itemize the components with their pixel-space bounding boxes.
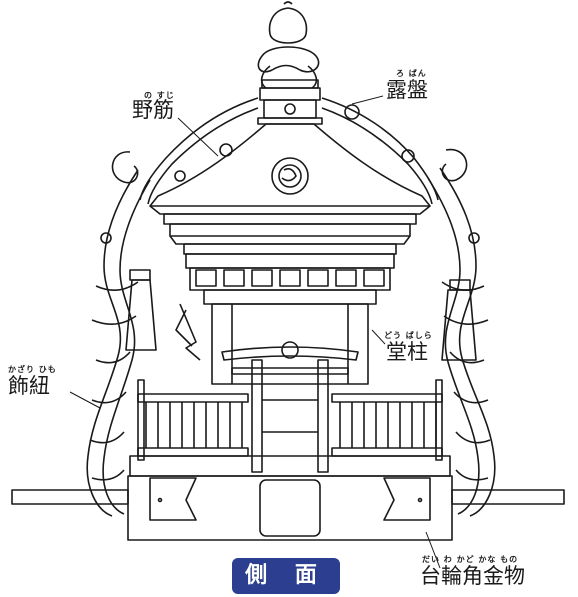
doubashira-label: 堂柱 <box>386 340 428 364</box>
roban-label: 露盤 <box>386 78 428 102</box>
roof <box>149 123 431 215</box>
leader-lines <box>69 95 441 569</box>
carrying-poles <box>11 489 565 505</box>
nosuji-ruby: の すじ <box>144 91 175 100</box>
torii-gate <box>221 346 359 473</box>
doubashira-ruby: どう ばしら <box>384 331 433 340</box>
finial-knot <box>257 1 320 89</box>
nosuji-ridges <box>139 97 439 205</box>
eaves-brackets <box>163 213 417 291</box>
roban-ruby: ろ ばん <box>396 69 427 78</box>
railings <box>129 379 451 477</box>
left-rope <box>86 151 157 517</box>
dairin-label: 台輪角金物 <box>420 564 525 588</box>
roban-plate <box>257 79 323 125</box>
dairin-ruby: だい わ かど かな もの <box>422 555 519 564</box>
dairin-base <box>127 475 453 541</box>
right-rope <box>427 148 496 517</box>
side-view-badge: 側 面 <box>232 558 340 594</box>
kazarihimo-label: 飾紐 <box>8 374 50 398</box>
doubashira-pillars <box>175 289 377 385</box>
kazarihimo-ruby: かざり ひも <box>8 365 57 374</box>
nosuji-label: 野筋 <box>132 98 174 122</box>
